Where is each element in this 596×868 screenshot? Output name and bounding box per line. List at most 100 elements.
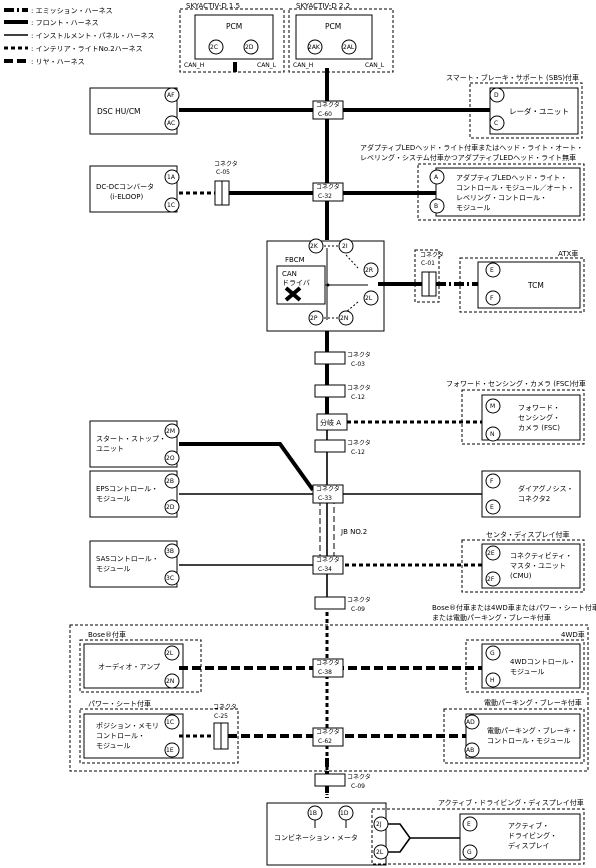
svg-text:E: E [490, 504, 494, 511]
svg-text:センシング・: センシング・ [518, 413, 560, 422]
svg-text:H: H [490, 677, 495, 684]
svg-text:M: M [490, 403, 495, 410]
adisp-module-label: アクティブ・ [508, 821, 549, 830]
svg-text:AC: AC [167, 120, 175, 127]
fbcm-can-driver-box [276, 265, 326, 305]
svg-text:ディスプレイ: ディスプレイ [508, 841, 550, 850]
svg-text:C-34: C-34 [318, 566, 332, 573]
svg-text:C: C [494, 120, 498, 127]
svg-text:カメラ (FSC): カメラ (FSC) [518, 424, 560, 432]
pcm-group: SKYACTIV-D 1.5 PCM 2C 2D CAN_H CAN_L SKY… [179, 2, 394, 73]
row-fsc: フォワード・センシング・カメラ (FSC)付車 フォワード・ センシング・ カメ… [347, 379, 586, 445]
pcm-right-box [295, 14, 373, 60]
radar-condition: スマート・ブレーキ・サポート (SBS)付車 [446, 73, 579, 82]
eps-module-label: EPSコントロール・ [96, 485, 158, 493]
pcm-left-variant-title: SKYACTIV-D 1.5 [186, 2, 240, 10]
alh-option-frame [417, 163, 585, 221]
fbcm-group: FBCM CAN ドライバ 2K 2I 2R 2L 2P 2N [266, 238, 385, 332]
fbcm-pin-2n: 2N [340, 315, 348, 322]
connector-c62 [312, 727, 344, 747]
psm-option-frame [79, 708, 239, 764]
start-stop-module-box [89, 420, 178, 468]
row-dsc: DSC HU/CM AF AC コネクタ C-60 スマート・ブレーキ・サポート… [89, 73, 583, 139]
dlc-module-label: ダイアグノシス・ [518, 484, 574, 493]
sas-module-box [89, 540, 178, 588]
pcm-right-label: PCM [325, 22, 341, 31]
epb-module-box [465, 713, 581, 759]
svg-text:2N: 2N [166, 678, 174, 685]
svg-text:2M: 2M [166, 428, 175, 435]
svg-text:ドライバ: ドライバ [282, 279, 310, 287]
rear-option-frame: Bose®付車または4WD車またはパワー・シート付車 または電動パーキング・ブレ… [69, 603, 596, 772]
svg-text:コネクタ: コネクタ [316, 556, 340, 564]
svg-text:2E: 2E [487, 550, 495, 557]
svg-text:E: E [467, 821, 471, 828]
svg-text:2B: 2B [166, 478, 174, 485]
svg-text:ユニット: ユニット [96, 445, 124, 453]
legend-label-instrument: : インストルメント・パネル・ハーネス [31, 32, 154, 40]
connector-c09b-group: コネクタ C-09 [314, 773, 371, 790]
svg-text:F: F [490, 295, 494, 302]
svg-text:1D: 1D [340, 810, 349, 817]
svg-text:C-33: C-33 [318, 495, 332, 502]
svg-text:C-12: C-12 [351, 449, 365, 456]
alh-module-box [435, 167, 581, 217]
svg-text:G: G [490, 650, 495, 657]
legend-label-interior: : インテリア・ライトNo.2ハーネス [31, 45, 143, 53]
tcm-option-frame [459, 257, 585, 313]
svg-text:ドライビング・: ドライビング・ [508, 831, 557, 840]
radar-option-frame [469, 82, 583, 139]
legend: : エミッション・ハーネス : フロント・ハーネス : インストルメント・パネル… [4, 7, 154, 66]
epb-module-label: 電動パーキング・ブレーキ・ [487, 726, 578, 735]
svg-text:C-03: C-03 [351, 361, 365, 368]
svg-text:モジュール: モジュール [96, 495, 131, 503]
svg-text:1E: 1E [166, 747, 174, 754]
svg-text:コネクタ: コネクタ [347, 596, 371, 604]
svg-text:1C: 1C [166, 719, 174, 726]
svg-text:2L: 2L [166, 650, 174, 657]
svg-text:(CMU): (CMU) [510, 572, 532, 580]
svg-text:モジュール: モジュール [96, 742, 131, 750]
svg-text:AD: AD [466, 719, 475, 726]
svg-text:CAN_H: CAN_H [184, 62, 204, 69]
svg-text:3B: 3B [166, 548, 174, 555]
connector-c60 [312, 100, 344, 120]
svg-text:C-25: C-25 [214, 713, 228, 720]
sas-module-label: SASコントロール・ [96, 555, 159, 563]
fbcm-pin-2i: 2I [342, 243, 348, 250]
adisp-module-box [459, 813, 581, 861]
svg-text:2L: 2L [376, 849, 384, 856]
svg-text:コネクタ: コネクタ [316, 485, 340, 493]
dcdc-module-label: DC-DCコンバータ [96, 182, 154, 191]
svg-text:AF: AF [167, 92, 175, 99]
pcm-left-box [194, 14, 274, 60]
jb-label: JB NO.2 [340, 528, 367, 536]
start-stop-module-label: スタート・ストップ・ [96, 434, 166, 443]
radar-module-label: レーダ・ユニット [509, 106, 569, 116]
audio-module-label: オーディオ・アンプ [98, 662, 160, 671]
svg-text:C-05: C-05 [216, 169, 230, 176]
svg-text:または電動パーキング・ブレーキ付車: または電動パーキング・ブレーキ付車 [432, 613, 551, 622]
svg-text:コネクタ: コネクタ [316, 101, 340, 109]
connector-c32 [312, 182, 344, 202]
tcm-condition: ATX車 [558, 249, 578, 258]
svg-text:コネクタ2: コネクタ2 [518, 494, 550, 503]
svg-text:コネクタ: コネクタ [420, 251, 444, 259]
dsc-module-label: DSC HU/CM [97, 107, 141, 116]
svg-text:C-01: C-01 [421, 260, 435, 267]
connector-c09a [314, 596, 346, 610]
svg-text:C-12: C-12 [351, 394, 365, 401]
fsc-option-frame [461, 389, 585, 445]
epb-option-frame [443, 708, 585, 764]
svg-text:AB: AB [466, 747, 474, 754]
svg-text:コネクタ: コネクタ [316, 183, 340, 191]
svg-text:N: N [490, 431, 495, 438]
row-eps: EPSコントロール・ モジュール 2B 2D コネクタ C-33 ダイアグノシス… [89, 470, 581, 518]
svg-text:C-09: C-09 [351, 606, 365, 613]
pcm-pin-2c: 2C [210, 44, 218, 51]
svg-text:コネクタ: コネクタ [214, 160, 238, 168]
svg-text:コネクタ: コネクタ [347, 351, 371, 359]
row-cluster: コンビネーション・メータ 1B 1D アクティブ・ドライビング・ディスプレイ付車… [266, 798, 585, 866]
svg-text:B: B [434, 203, 438, 210]
svg-text:コネクタ: コネクタ [347, 439, 371, 447]
